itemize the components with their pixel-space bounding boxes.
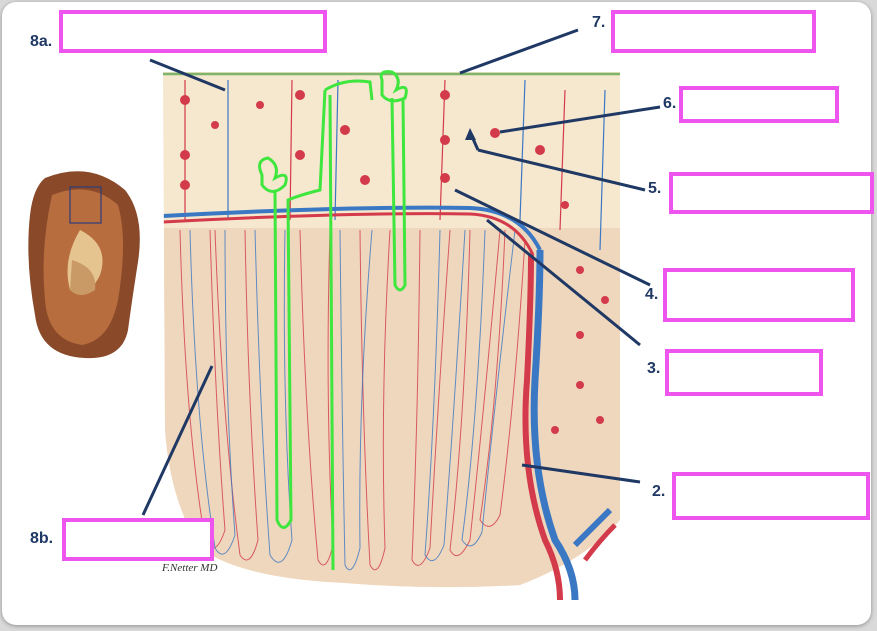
- label-8b: 8b.: [30, 530, 53, 548]
- label-3: 3.: [647, 360, 660, 378]
- answer-box-8a[interactable]: [59, 10, 327, 53]
- answer-box-3[interactable]: [665, 349, 823, 396]
- label-4: 4.: [645, 286, 658, 304]
- label-5: 5.: [648, 180, 661, 198]
- label-6: 6.: [663, 95, 676, 113]
- answer-box-2[interactable]: [672, 472, 870, 520]
- answer-box-5[interactable]: [669, 172, 874, 214]
- label-8a-top: 8a.: [30, 33, 52, 51]
- label-2: 2.: [652, 483, 665, 501]
- answer-box-7[interactable]: [611, 10, 816, 53]
- label-7: 7.: [592, 14, 605, 32]
- answer-box-8b[interactable]: [62, 518, 214, 561]
- artist-signature: F.Netter MD: [162, 562, 222, 574]
- kidney-thumbnail: [28, 171, 139, 358]
- answer-box-6[interactable]: [679, 86, 839, 123]
- answer-box-4[interactable]: [663, 268, 855, 322]
- renal-tissue: [160, 70, 630, 620]
